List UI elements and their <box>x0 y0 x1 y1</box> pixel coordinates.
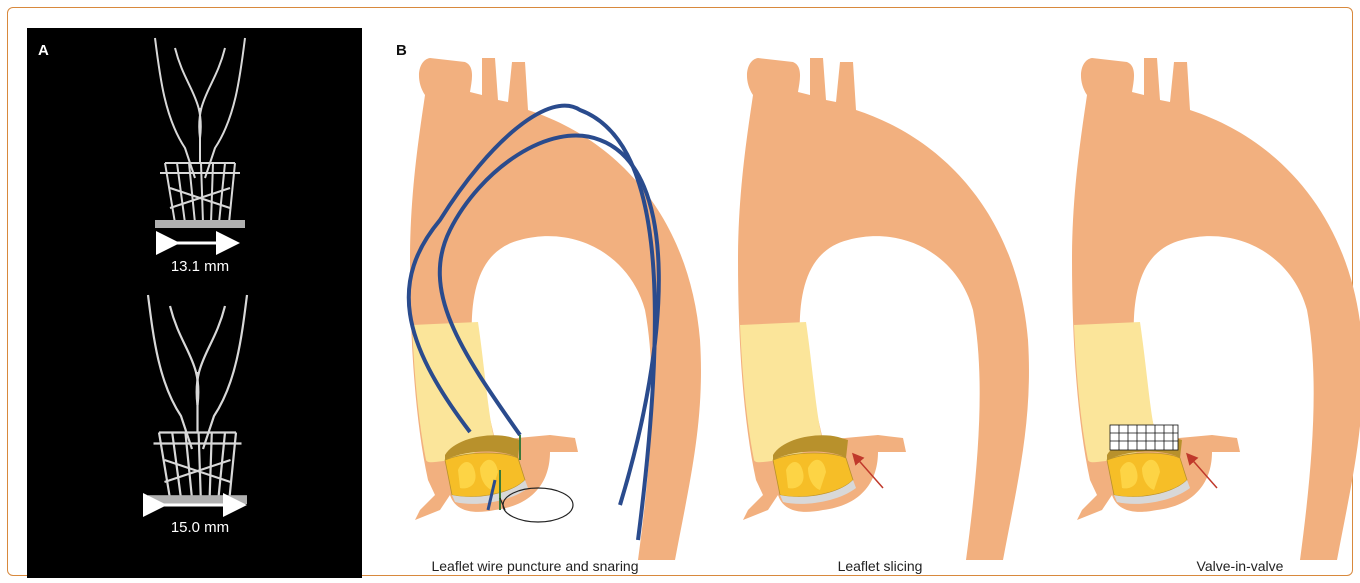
stent-mesh <box>1110 425 1178 450</box>
panel-label-b: B <box>396 42 407 59</box>
aorta-step-1 <box>409 58 701 560</box>
caption-step-3: Valve-in-valve <box>1140 558 1340 574</box>
valve-small-illustration <box>155 38 245 228</box>
valve-large-illustration <box>148 295 247 504</box>
dimension-label-small: 13.1 mm <box>140 258 260 275</box>
caption-step-1: Leaflet wire puncture and snaring <box>380 558 690 574</box>
aorta-step-2 <box>738 58 1029 560</box>
panel-label-a: A <box>38 42 49 59</box>
aorta-step-3 <box>1072 58 1360 560</box>
caption-step-2: Leaflet slicing <box>780 558 980 574</box>
dimension-label-large: 15.0 mm <box>140 519 260 536</box>
